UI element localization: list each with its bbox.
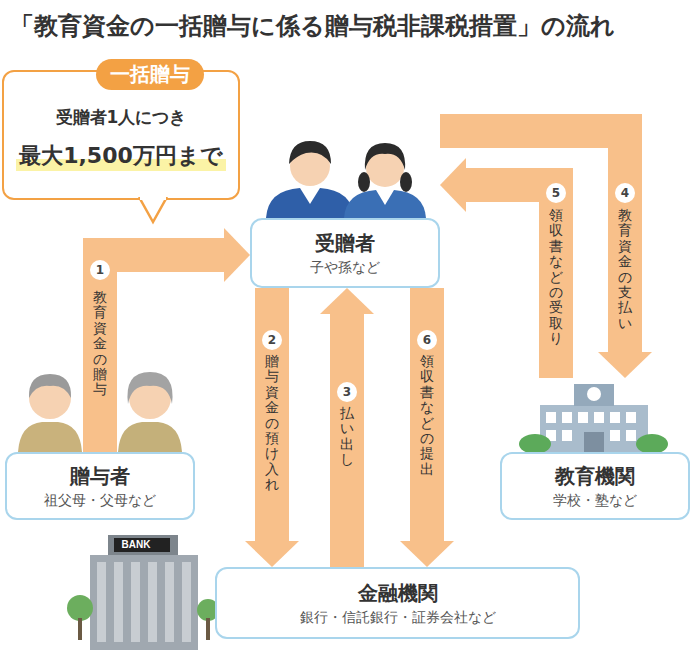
- callout-number: 6: [417, 330, 437, 350]
- node-subtext: 祖父母・父母など: [44, 492, 156, 510]
- callout-number: 4: [615, 183, 635, 203]
- bank-sign: BANK: [114, 538, 158, 551]
- callout-tab: 一括贈与: [96, 59, 204, 90]
- callout-number: 1: [90, 260, 110, 280]
- arrow-head: [598, 352, 652, 378]
- flow-arrow: [440, 131, 652, 378]
- flow-arrow: [440, 158, 556, 378]
- arrow-head: [400, 541, 454, 567]
- school-building: [519, 384, 668, 454]
- edge-label: 領収書などの提出: [420, 354, 434, 477]
- flow-arrow: [100, 228, 250, 452]
- institution-box: 金融機関銀行・信託銀行・証券会社など: [215, 567, 580, 639]
- arrow-band: [466, 185, 556, 378]
- callout-number: 3: [337, 382, 357, 402]
- edge-label: 教育資金の贈与: [93, 290, 107, 398]
- flow-arrow: [400, 288, 454, 567]
- arrow-head: [440, 158, 466, 212]
- edge-label: 教育資金の支払い: [618, 208, 632, 331]
- institution-box: 教育機関学校・塾など: [500, 378, 690, 520]
- box-frame: 教育機関学校・塾など: [500, 452, 690, 520]
- person-box: 贈与者祖父母・父母など: [5, 452, 195, 520]
- node-subtext: 学校・塾など: [553, 492, 637, 510]
- arrow-band: [330, 314, 364, 567]
- diagram-title: 「教育資金の一括贈与に係る贈与税非課税措置」の流れ: [10, 10, 615, 42]
- edge-label: 領収書などの受取り: [549, 208, 563, 347]
- person-box: 受贈者子や孫など: [250, 110, 440, 288]
- callout-box: 一括贈与受贈者1人につき最大1,500万円まで: [2, 70, 240, 200]
- receiver-people: [266, 141, 426, 218]
- amount-text: 最大1,500万円まで: [16, 141, 226, 171]
- callout-body: 受贈者1人につき最大1,500万円まで: [4, 106, 238, 171]
- box-frame: 受贈者子や孫など: [250, 218, 440, 288]
- node-subtext: 子や孫など: [310, 259, 380, 277]
- node-subtext: 銀行・信託銀行・証券会社など: [300, 609, 496, 627]
- callout-text: 受贈者1人につき: [56, 106, 187, 129]
- arrow-head: [245, 541, 299, 567]
- arrow-head: [320, 288, 374, 314]
- callout-tail: [137, 197, 169, 225]
- arrow-band: [255, 288, 289, 541]
- edge-label: 払い出し: [340, 406, 354, 468]
- edge-label: 贈与資金の預け入れ: [265, 354, 279, 493]
- arrow-band: [100, 255, 224, 452]
- bank-building: [67, 535, 219, 650]
- node-heading: 教育機関: [555, 463, 635, 490]
- flow-arrow: [320, 288, 374, 567]
- node-heading: 受贈者: [315, 230, 375, 257]
- node-heading: 金融機関: [358, 580, 438, 607]
- callout-number: 2: [262, 330, 282, 350]
- flow-arrow: [245, 288, 299, 567]
- node-heading: 贈与者: [70, 463, 130, 490]
- arrow-band: [440, 131, 625, 352]
- arrow-head: [224, 228, 250, 282]
- callout-number: 5: [546, 183, 566, 203]
- arrow-band: [410, 288, 444, 541]
